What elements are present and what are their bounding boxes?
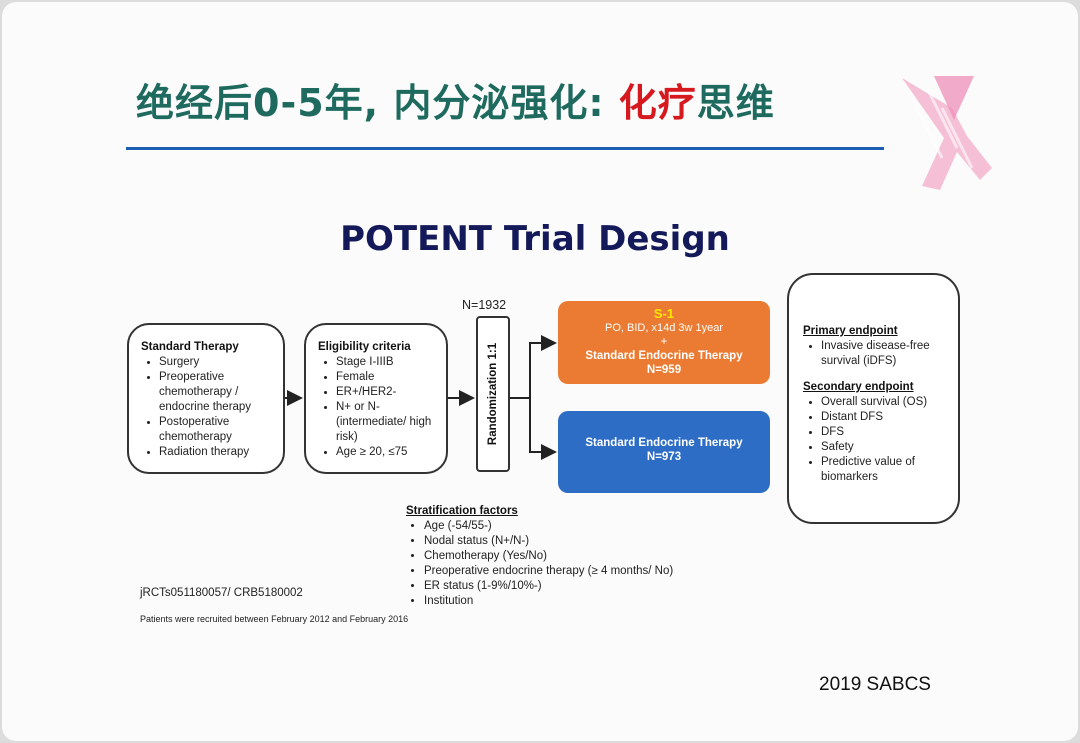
total-n-label: N=1932 bbox=[462, 298, 507, 312]
title-part-accent: 化疗 bbox=[618, 81, 697, 125]
pink-ribbon-logo bbox=[902, 76, 992, 190]
eligibility-item: Female bbox=[336, 370, 440, 385]
recruitment-note: Patients were recruited between February… bbox=[140, 614, 409, 624]
secondary-endpoint-heading: Secondary endpoint bbox=[803, 381, 914, 393]
eligibility-item: Stage I-IIIB bbox=[336, 355, 440, 370]
arm1-plus: + bbox=[660, 336, 668, 348]
stratification-factors: Stratification factors Age (-54/55-) Nod… bbox=[406, 505, 736, 609]
randomization-label: Randomization 1:1 bbox=[487, 342, 499, 446]
primary-endpoint-item: Invasive disease-free survival (iDFS) bbox=[821, 339, 952, 369]
standard-therapy-item: Surgery bbox=[159, 355, 275, 370]
eligibility-item: ER+/HER2- bbox=[336, 385, 440, 400]
stratification-item: ER status (1-9%/10%-) bbox=[424, 579, 736, 594]
arm1-n: N=959 bbox=[646, 364, 682, 376]
arm1-dosing: PO, BID, x14d 3w 1year bbox=[605, 322, 723, 334]
arrow-randomization-to-arms bbox=[510, 342, 555, 453]
eligibility-item: N+ or N- (intermediate/ high risk) bbox=[336, 400, 440, 445]
arm-control-box: Standard Endocrine Therapy N=973 bbox=[558, 411, 770, 493]
stratification-item: Chemotherapy (Yes/No) bbox=[424, 549, 736, 564]
secondary-endpoint-item: Distant DFS bbox=[821, 410, 952, 425]
standard-therapy-item: Radiation therapy bbox=[159, 445, 275, 460]
secondary-endpoint-item: Overall survival (OS) bbox=[821, 395, 952, 410]
arm2-n: N=973 bbox=[646, 451, 682, 463]
standard-therapy-box: Standard Therapy Surgery Preoperative ch… bbox=[127, 323, 285, 474]
endpoints-box: Primary endpoint Invasive disease-free s… bbox=[787, 273, 960, 524]
title-underline bbox=[126, 147, 884, 150]
standard-therapy-heading: Standard Therapy bbox=[141, 341, 239, 353]
stratification-item: Age (-54/55-) bbox=[424, 519, 736, 534]
stratification-item: Institution bbox=[424, 594, 736, 609]
randomization-box: Randomization 1:1 bbox=[476, 316, 510, 472]
arm1-therapy: Standard Endocrine Therapy bbox=[585, 350, 743, 362]
stratification-item: Preoperative endocrine therapy (≥ 4 mont… bbox=[424, 564, 736, 579]
secondary-endpoint-item: DFS bbox=[821, 425, 952, 440]
secondary-endpoint-item: Predictive value of biomarkers bbox=[821, 455, 952, 485]
trial-registration: jRCTs051180057/ CRB5180002 bbox=[140, 587, 303, 599]
arm2-therapy: Standard Endocrine Therapy bbox=[585, 437, 743, 449]
stratification-item: Nodal status (N+/N-) bbox=[424, 534, 736, 549]
eligibility-heading: Eligibility criteria bbox=[318, 341, 411, 353]
eligibility-item: Age ≥ 20, ≤75 bbox=[336, 445, 440, 460]
slide-title: 绝经后0-5年, 内分泌强化: 化疗思维 bbox=[136, 72, 775, 132]
standard-therapy-item: Postoperative chemotherapy bbox=[159, 415, 275, 445]
title-part-1: 绝经后0-5年, 内分泌强化: bbox=[136, 81, 619, 125]
stratification-heading: Stratification factors bbox=[406, 505, 518, 517]
arm-s1-box: S-1 PO, BID, x14d 3w 1year + Standard En… bbox=[558, 301, 770, 384]
secondary-endpoint-item: Safety bbox=[821, 440, 952, 455]
primary-endpoint-heading: Primary endpoint bbox=[803, 325, 898, 337]
eligibility-box: Eligibility criteria Stage I-IIIB Female… bbox=[304, 323, 448, 474]
standard-therapy-item: Preoperative chemotherapy / endocrine th… bbox=[159, 370, 275, 415]
source-label: 2019 SABCS bbox=[819, 674, 931, 695]
arm1-drug: S-1 bbox=[653, 306, 675, 321]
trial-design-title: POTENT Trial Design bbox=[340, 219, 730, 259]
title-part-3: 思维 bbox=[696, 81, 775, 125]
